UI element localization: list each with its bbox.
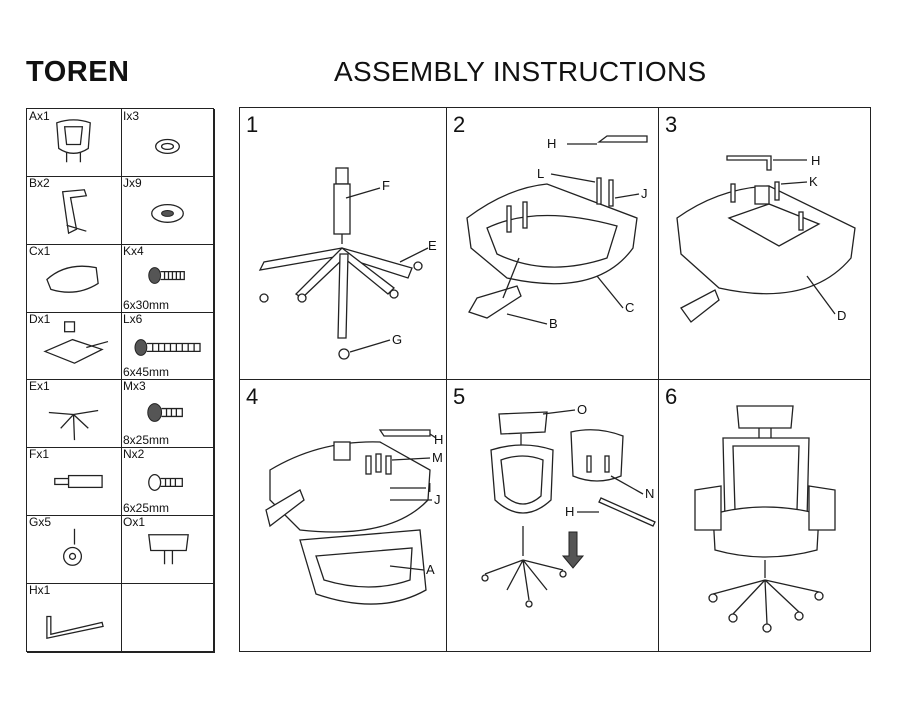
part-cell-o: Ox1 [121, 515, 215, 584]
backrest-frame-icon [56, 119, 91, 163]
part-cell-l: Lx6 6x45mm [121, 312, 215, 380]
flat-washer-icon [151, 203, 184, 223]
part-cell-a: Ax1 [27, 109, 122, 177]
step-number: 4 [246, 384, 259, 409]
part-cell-i: Ix3 [121, 109, 215, 177]
part-code: Kx4 [123, 244, 144, 258]
step-6: 6 [659, 380, 871, 652]
part-size: 6x30mm [123, 298, 170, 312]
armrest-icon [61, 189, 88, 235]
callout-k: K [809, 174, 818, 189]
allen-key-icon [46, 615, 104, 639]
callout-h: H [434, 432, 443, 447]
part-code: Ex1 [29, 379, 50, 393]
step-5: 5 O N H [447, 380, 659, 652]
part-code: Ax1 [29, 109, 50, 123]
base-assembly-illustration: F E G [258, 167, 437, 360]
part-cell-e: Ex1 [27, 379, 122, 448]
part-code: Mx3 [123, 379, 146, 393]
callout-h: H [811, 153, 820, 168]
callout-e: E [428, 238, 437, 253]
finished-chair-illustration [694, 405, 836, 633]
callout-g: G [392, 332, 402, 347]
part-code: Nx2 [123, 447, 145, 461]
document-title: ASSEMBLY INSTRUCTIONS [334, 56, 707, 87]
headrest-attach-illustration: O N H [481, 402, 656, 608]
bolt-icon [148, 473, 183, 492]
callout-a: A [426, 562, 435, 577]
part-code: Bx2 [29, 176, 50, 190]
headrest-icon [148, 534, 189, 565]
part-cell-m: Mx3 8x25mm [121, 379, 215, 448]
part-cell-h: Hx1 [27, 583, 122, 653]
part-cell-b: Bx2 [27, 176, 122, 245]
callout-j: J [641, 186, 648, 201]
bolt-icon [148, 267, 185, 284]
callout-o: O [577, 402, 587, 417]
backrest-attach-illustration: H M I J A [265, 429, 443, 605]
assembly-steps: 1 F E G 2 [239, 107, 871, 652]
callout-h: H [547, 136, 556, 151]
part-cell-d: Dx1 [27, 312, 122, 380]
part-size: 6x45mm [123, 365, 170, 379]
part-code: Ox1 [123, 515, 146, 529]
part-size: 6x25mm [123, 501, 170, 515]
step-number: 1 [246, 112, 259, 137]
callout-h: H [565, 504, 574, 519]
part-cell-j: Jx9 [121, 176, 215, 245]
parts-list: Ax1 Ix3 Bx2 Jx9 Cx1 Kx4 [26, 108, 215, 653]
callout-f: F [382, 178, 390, 193]
callout-c: C [625, 300, 634, 315]
part-cell-c: Cx1 [27, 244, 122, 313]
bolt-icon [147, 403, 183, 422]
step-1: 1 F E G [240, 108, 447, 380]
part-cell-n: Nx2 6x25mm [121, 447, 215, 516]
part-cell-empty [121, 583, 215, 653]
step-number: 3 [665, 112, 678, 137]
part-code: Gx5 [29, 515, 52, 529]
step-3: 3 H K D [659, 108, 871, 380]
part-code: Hx1 [29, 583, 51, 597]
part-cell-g: Gx5 [27, 515, 122, 584]
part-code: Ix3 [123, 109, 140, 123]
part-code: Fx1 [29, 447, 50, 461]
callout-m: M [432, 450, 443, 465]
mechanism-illustration: H K D [676, 153, 856, 323]
callout-l: L [537, 166, 544, 181]
callout-j: J [434, 492, 441, 507]
part-code: Dx1 [29, 312, 51, 326]
gas-lift-icon [54, 474, 103, 489]
five-star-base-icon [48, 409, 99, 441]
seat-cushion-icon [46, 265, 99, 293]
step-number: 6 [665, 384, 678, 409]
step-2: 2 H L J C B [447, 108, 659, 380]
callout-b: B [549, 316, 558, 331]
step-number: 5 [453, 384, 466, 409]
part-size: 8x25mm [123, 433, 170, 447]
armrest-seat-illustration: H L J C B [466, 135, 648, 331]
part-code: Jx9 [123, 176, 142, 190]
step-number: 2 [453, 112, 466, 137]
brand-name: TOREN [26, 56, 130, 88]
part-cell-f: Fx1 [27, 447, 122, 516]
part-code: Cx1 [29, 244, 51, 258]
spring-washer-icon [155, 138, 180, 154]
part-code: Lx6 [123, 312, 143, 326]
seat-mechanism-icon [43, 321, 109, 364]
caster-wheel-icon [63, 528, 83, 566]
callout-i: I [428, 480, 432, 495]
bolt-icon [134, 339, 201, 356]
callout-d: D [837, 308, 846, 323]
part-cell-k: Kx4 6x30mm [121, 244, 215, 313]
step-4: 4 H M I J A [240, 380, 447, 652]
callout-n: N [645, 486, 654, 501]
